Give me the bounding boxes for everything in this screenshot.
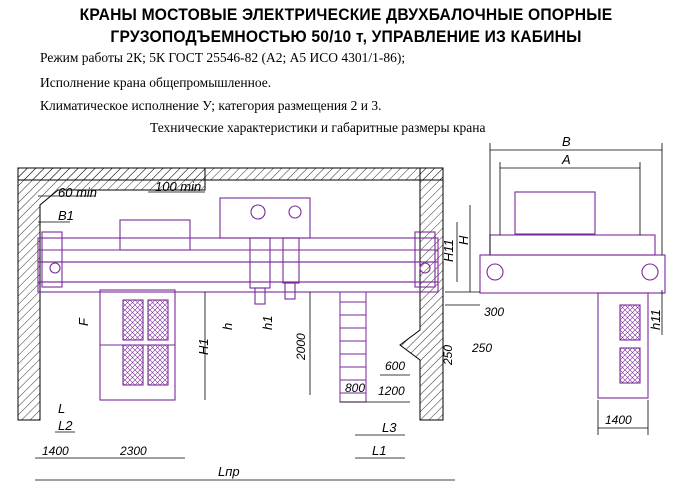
dim-2000: 2000 — [294, 333, 308, 361]
dim-l: L — [58, 401, 65, 416]
dim-h: h — [220, 323, 235, 330]
dim-60-min: 60 min — [58, 185, 97, 200]
spec-duty-mode: Режим работы 2К; 5К ГОСТ 25546-82 (А2; А… — [40, 50, 406, 65]
dim-h1: h1 — [260, 316, 275, 330]
dim-h11: h11 — [648, 309, 663, 330]
dim-1400-right: 1400 — [605, 413, 632, 427]
operator-cabin — [99, 289, 176, 401]
spec-execution: Исполнение крана общепромышленное. — [40, 75, 272, 90]
title-line-2: ГРУЗОПОДЪЕМНОСТЬЮ 50/10 т, УПРАВЛЕНИЕ ИЗ… — [110, 27, 582, 46]
title-line-1: КРАНЫ МОСТОВЫЕ ЭЛЕКТРИЧЕСКИЕ ДВУХБАЛОЧНЫ… — [79, 5, 613, 24]
crane-side-view — [479, 191, 666, 399]
dim-lpr: Lпр — [218, 464, 240, 479]
dim-l1: L1 — [372, 443, 386, 458]
dimension-lines — [35, 143, 663, 481]
dim-800: 800 — [345, 381, 365, 395]
building-wall-left — [17, 167, 444, 421]
dim-250-side: 250 — [471, 341, 492, 355]
ladder — [339, 291, 367, 403]
dim-H1: H1 — [196, 338, 211, 355]
dim-300: 300 — [484, 305, 504, 319]
dim-100-min: 100 min — [155, 179, 201, 194]
dim-1400-left: 1400 — [42, 444, 69, 458]
dim-250-vertical: 250 — [441, 345, 455, 366]
building-wall-right — [399, 167, 444, 421]
drawing-caption: Технические характеристики и габаритные … — [150, 120, 486, 135]
dim-600: 600 — [385, 359, 405, 373]
dim-l3: L3 — [382, 420, 397, 435]
dim-f: F — [76, 317, 91, 326]
dim-1200: 1200 — [378, 384, 405, 398]
spec-climate: Климатическое исполнение У; категория ра… — [40, 98, 382, 113]
dim-b1: B1 — [58, 208, 74, 223]
crane-bridge — [37, 197, 439, 305]
dim-l2: L2 — [58, 418, 73, 433]
dim-H: H — [456, 235, 471, 245]
dim-a: A — [561, 152, 571, 167]
dim-b: B — [562, 134, 571, 149]
dim-H11: H11 — [441, 239, 456, 262]
dim-2300: 2300 — [119, 444, 147, 458]
